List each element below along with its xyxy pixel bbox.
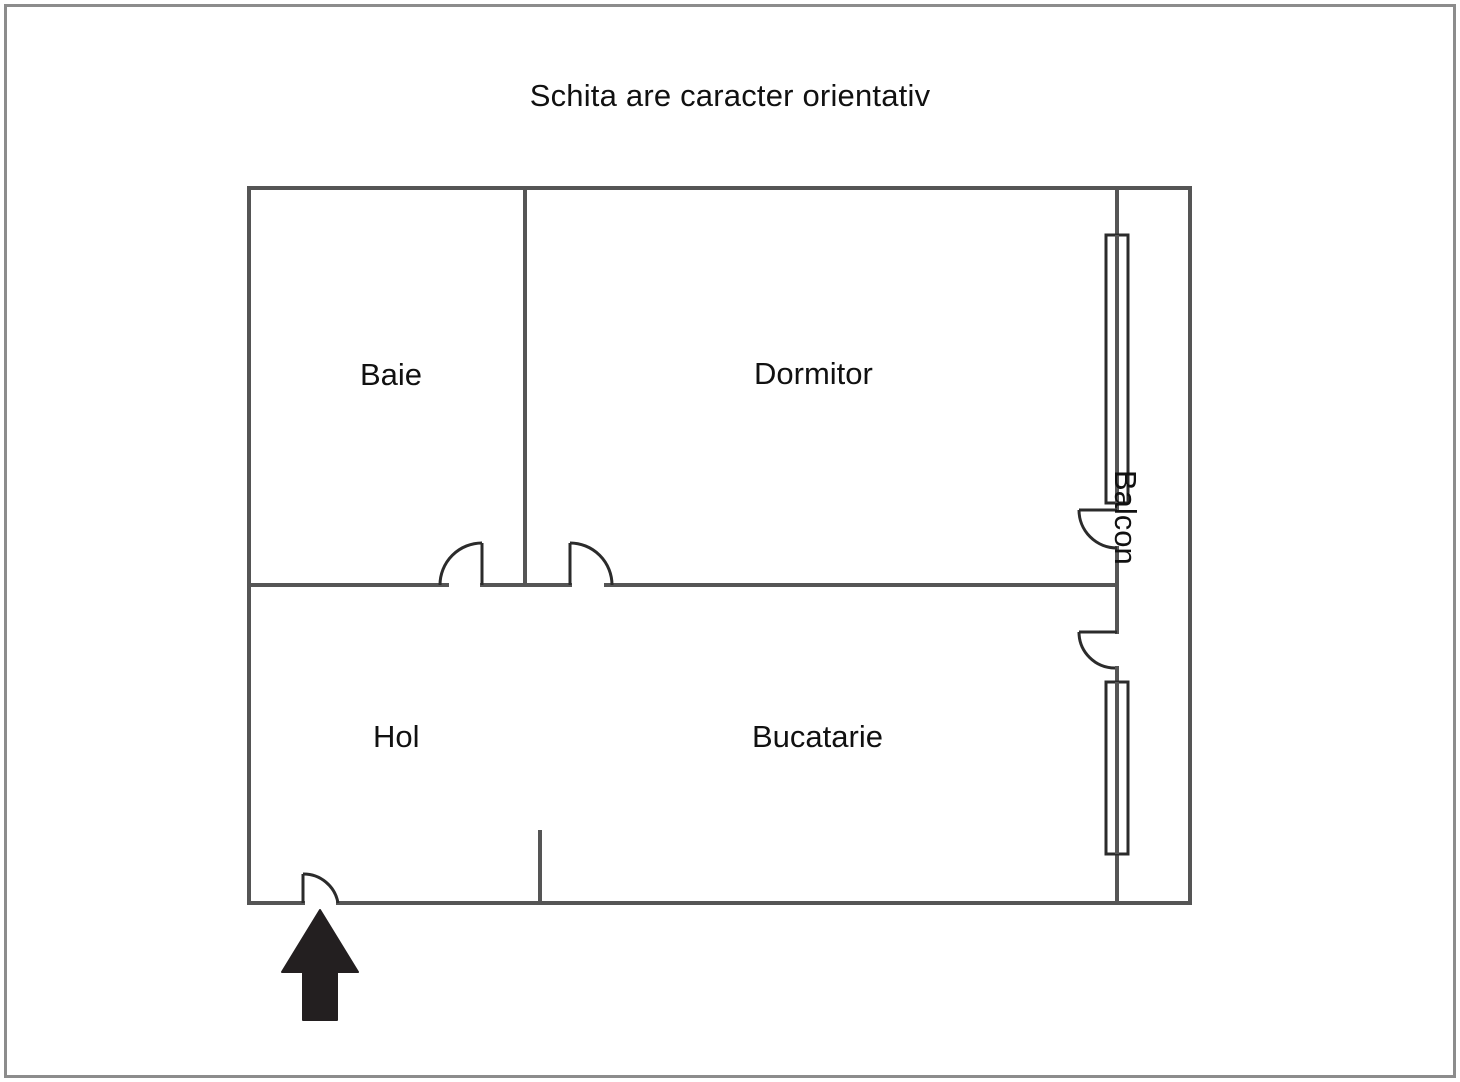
balcon-door-lower-swing-arc — [1077, 631, 1116, 670]
entry-direction-arrow — [281, 909, 359, 1021]
balcon-door-upper-swing-arc — [1077, 509, 1118, 550]
baie-door — [438, 541, 484, 586]
page-border — [4, 4, 1456, 1078]
room-label-hol: Hol — [373, 719, 420, 754]
entrance-door-swing-arc — [302, 872, 340, 904]
room-label-balcon: Balcon — [1108, 470, 1143, 565]
baie-door-swing-arc — [438, 541, 483, 586]
entrance-door — [301, 872, 340, 904]
room-label-bucatarie: Bucatarie — [752, 719, 883, 754]
entry-arrow-shape — [281, 909, 359, 1021]
page-title: Schita are caracter orientativ — [529, 78, 931, 113]
dormitor-door-swing-arc — [569, 541, 614, 586]
balcon-door-lower — [1077, 630, 1117, 670]
balcon-door-upper — [1077, 508, 1118, 550]
dormitor-door — [568, 541, 614, 586]
room-label-dormitor: Dormitor — [754, 356, 873, 391]
room-label-baie: Baie — [360, 357, 423, 392]
